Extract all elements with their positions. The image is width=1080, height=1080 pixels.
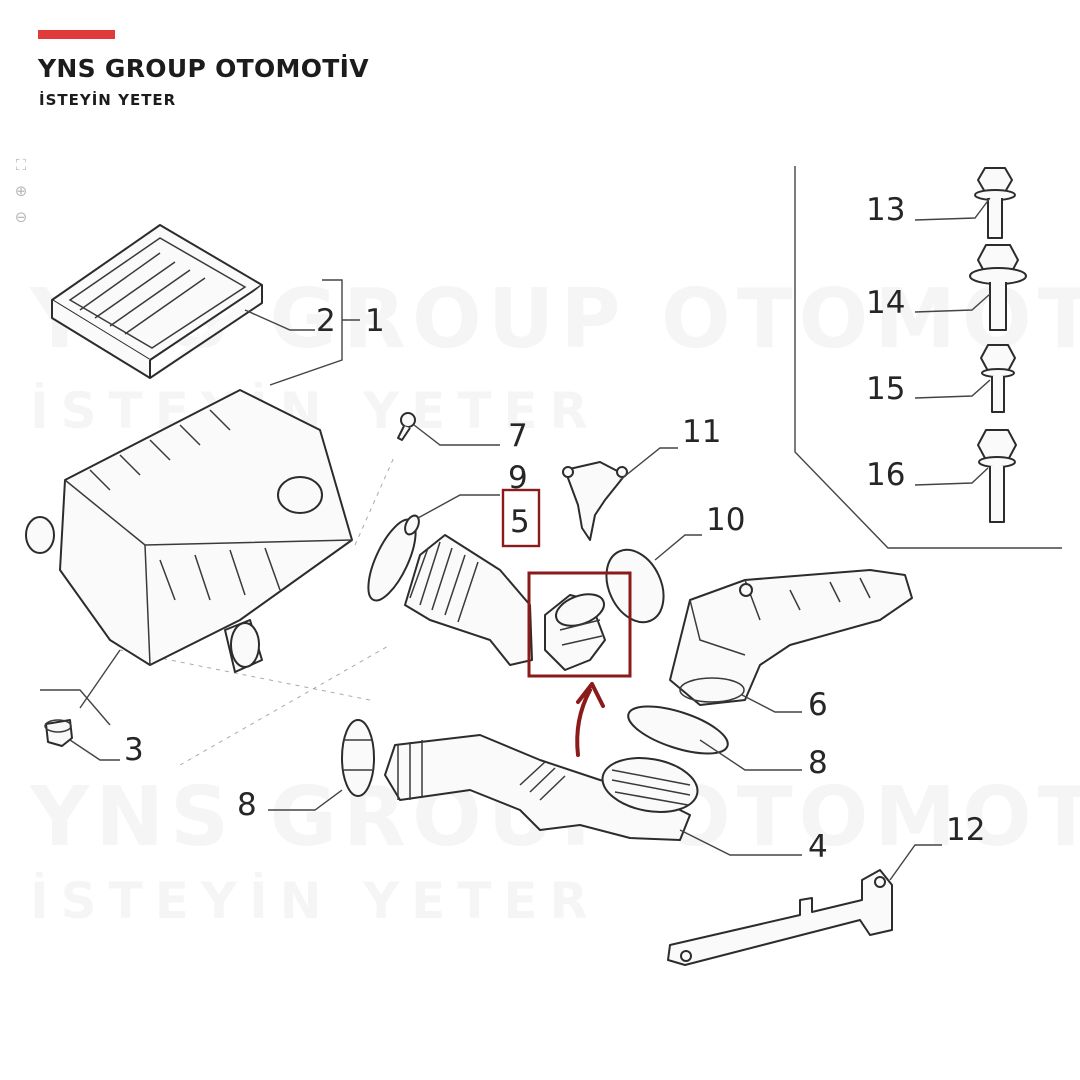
- callout-8-right: 8: [808, 745, 828, 781]
- clamp-ring-left: [341, 719, 375, 797]
- clamp-ring: [605, 548, 665, 624]
- callout-14: 14: [866, 285, 905, 321]
- callout-12: 12: [946, 812, 985, 848]
- highlight-arrow: [575, 688, 592, 757]
- fastener-panel-border: [794, 166, 1062, 549]
- callout-1: 1: [365, 303, 385, 339]
- callout-15: 15: [866, 371, 905, 407]
- viewer-toolbar: ⛶ ⊕ ⊖: [8, 152, 34, 230]
- guide-line: [354, 454, 396, 546]
- callout-8-left: 8: [237, 787, 257, 823]
- highlight-arrow-head: [576, 682, 605, 708]
- callout-3: 3: [124, 732, 144, 768]
- callout-5: 5: [510, 504, 530, 540]
- fit-page-icon[interactable]: ⛶: [15, 156, 27, 174]
- drain-plug: [44, 719, 73, 747]
- callout-4: 4: [808, 829, 828, 865]
- zoom-in-icon[interactable]: ⊕: [14, 182, 28, 200]
- callout-11: 11: [682, 414, 721, 450]
- callout-7: 7: [508, 418, 528, 454]
- bolt-15: [980, 344, 1016, 413]
- intake-duct: [669, 569, 913, 706]
- intake-hose: [404, 534, 533, 666]
- air-filter-element: [51, 224, 263, 379]
- callout-9: 9: [508, 460, 528, 496]
- sealing-ring-small: [404, 514, 420, 536]
- leader-lines: [40, 197, 991, 881]
- callout-6: 6: [808, 687, 828, 723]
- brand-subtitle: İSTEYİN YETER: [39, 91, 177, 109]
- callout-16: 16: [866, 457, 905, 493]
- callout-13: 13: [866, 192, 905, 228]
- brand-accent-bar: [38, 30, 115, 39]
- screw: [397, 412, 416, 441]
- guide-line: [179, 644, 391, 766]
- clamp-ring-right: [627, 705, 729, 755]
- guide-line: [119, 649, 371, 701]
- bolt-14: [969, 244, 1027, 331]
- mounting-bracket: [667, 869, 893, 966]
- bolt-13: [974, 167, 1016, 239]
- part-5-label-box: [501, 488, 541, 548]
- lower-hose: [384, 734, 699, 841]
- hose-clamp-bracket: [562, 461, 628, 541]
- elbow-connector: [544, 593, 606, 671]
- air-box-housing: [25, 389, 353, 673]
- highlight-box: [527, 571, 632, 678]
- callout-10: 10: [706, 502, 745, 538]
- bolt-16: [977, 429, 1017, 523]
- callout-2: 2: [316, 303, 336, 339]
- zoom-out-icon[interactable]: ⊖: [14, 208, 28, 226]
- brand-title: YNS GROUP OTOMOTİV: [38, 54, 369, 83]
